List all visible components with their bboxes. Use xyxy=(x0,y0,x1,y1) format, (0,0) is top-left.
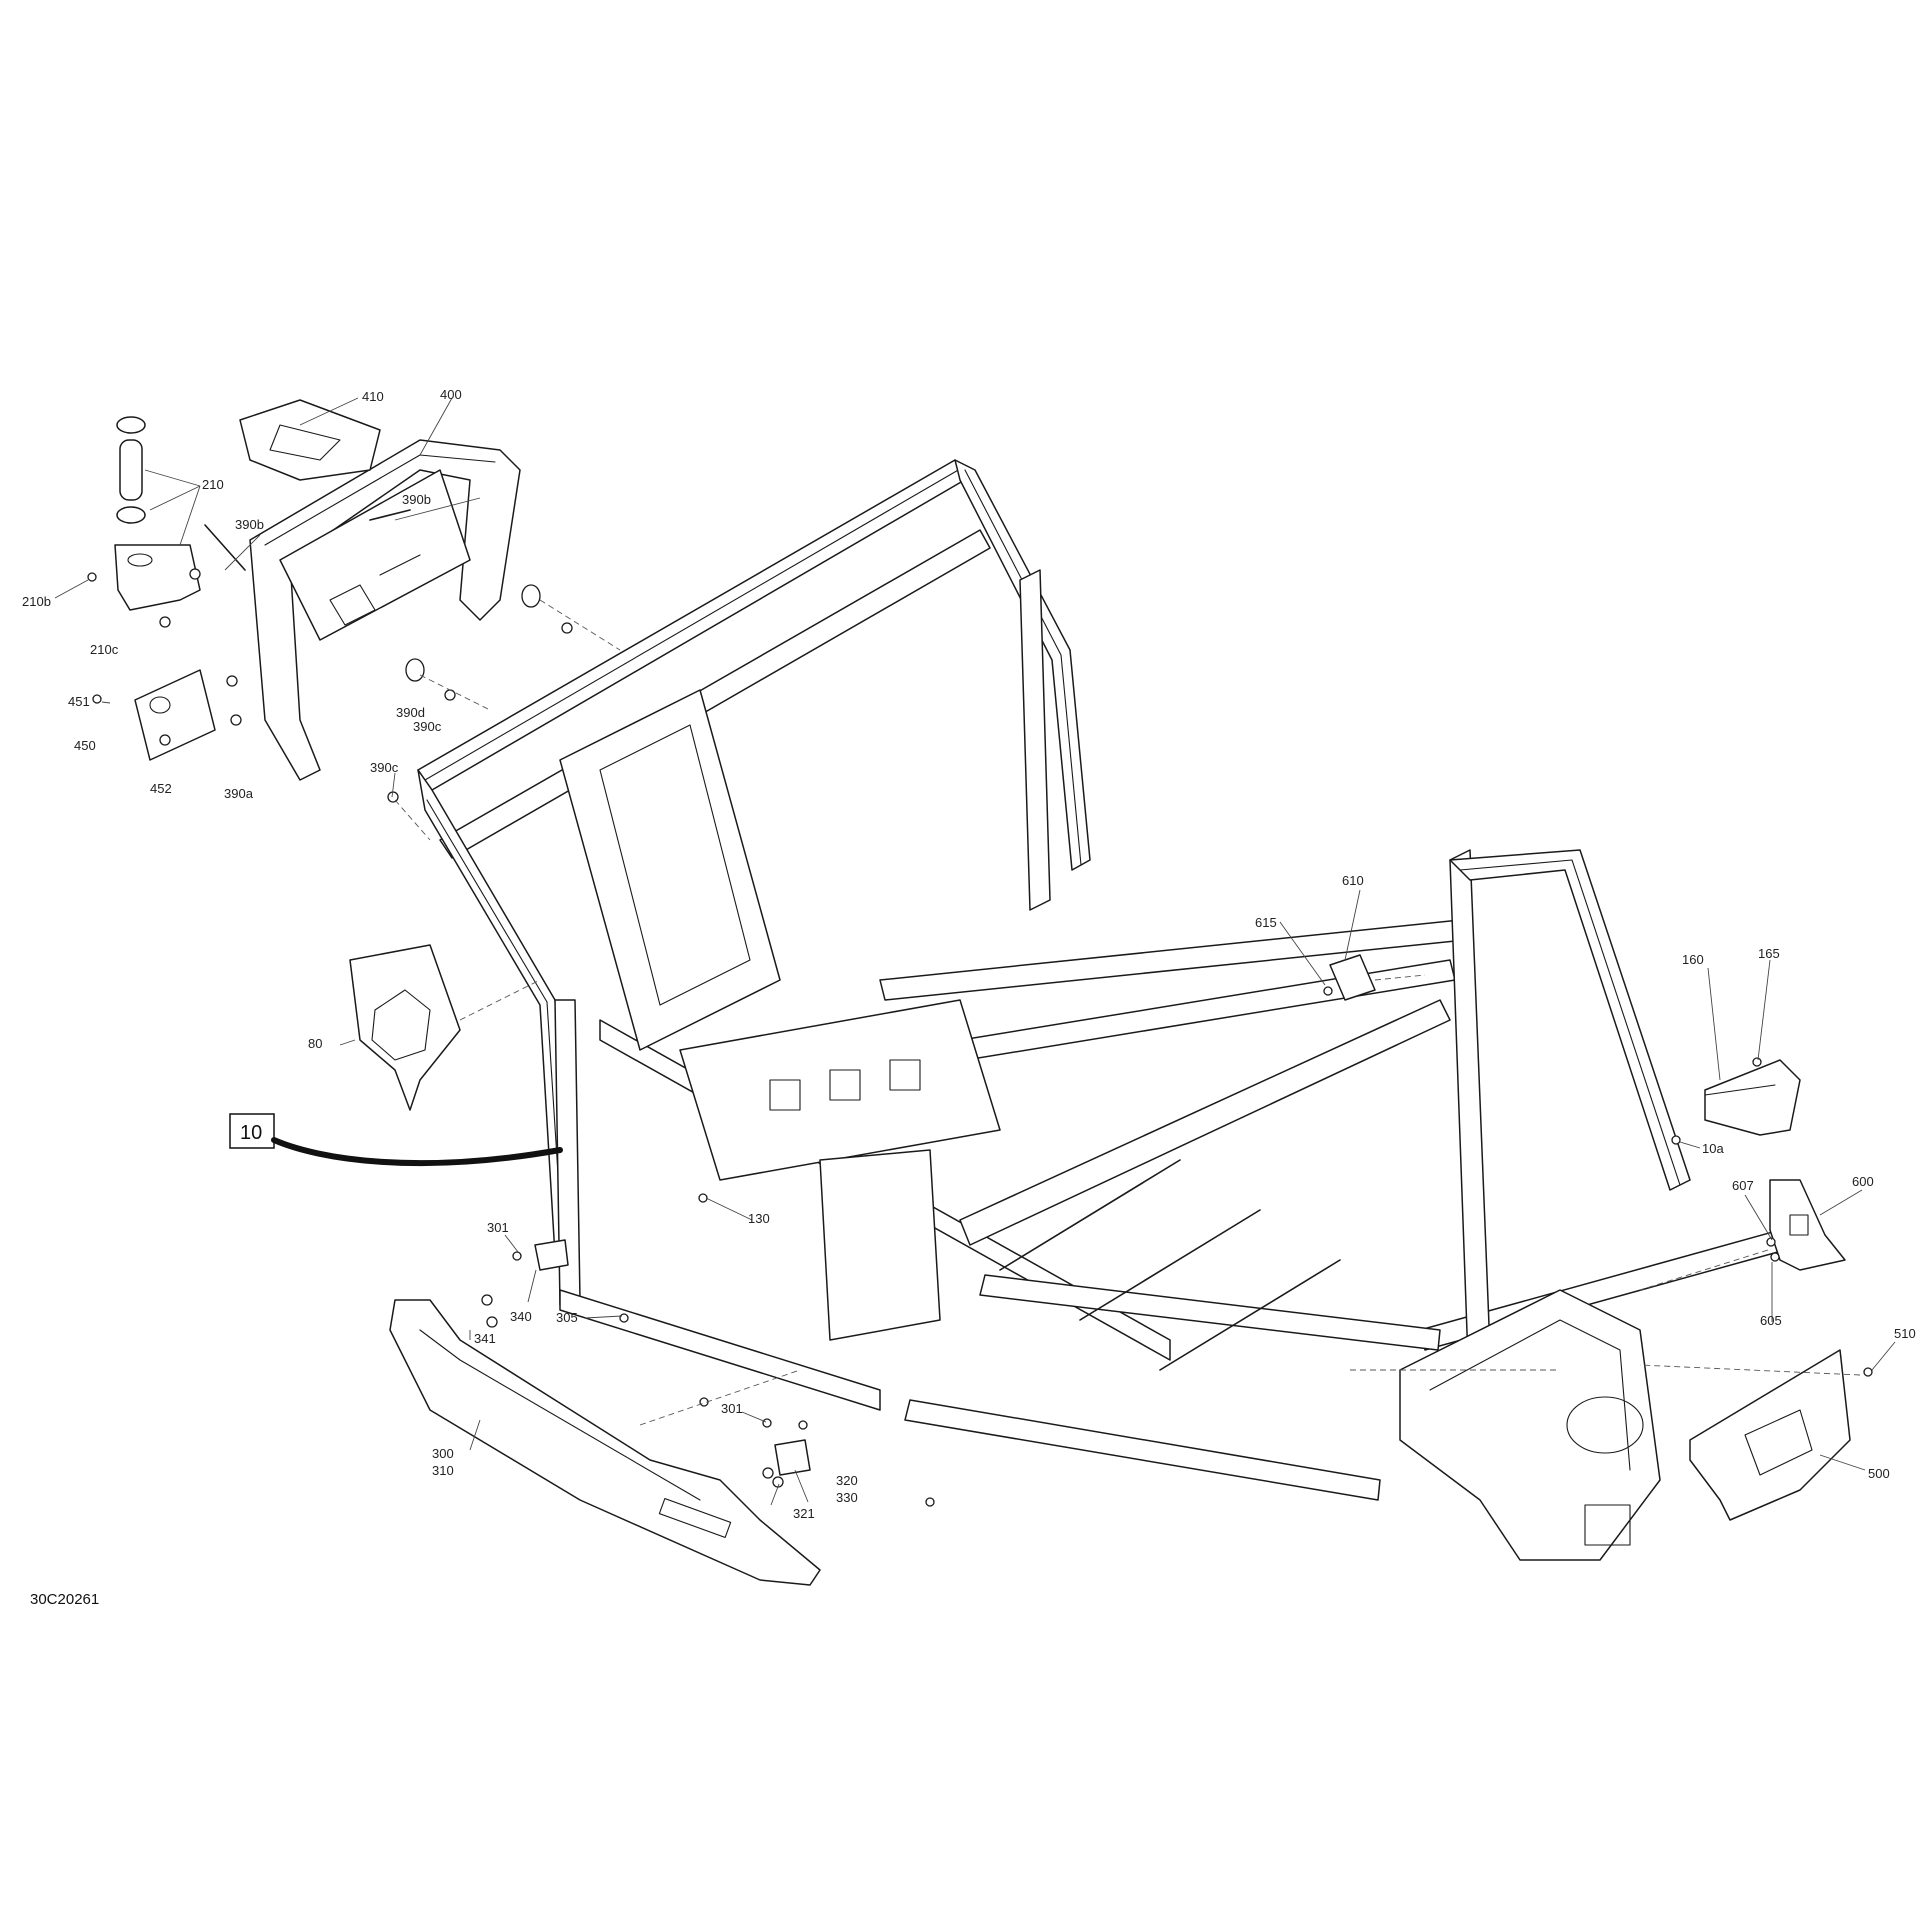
rocker-guard-300 xyxy=(389,1299,821,1586)
reference-box-label: 10 xyxy=(240,1122,262,1144)
bracket-320 xyxy=(639,1369,811,1488)
front-bracket-600 xyxy=(1769,1179,1846,1271)
side-panel-80 xyxy=(349,944,541,1111)
callout-210b: 210b xyxy=(22,594,51,609)
callout-605: 605 xyxy=(1760,1313,1782,1328)
callout-340: 340 xyxy=(510,1309,532,1324)
callout-301-lower: 301 xyxy=(721,1401,743,1416)
callout-390b-upper: 390b xyxy=(402,492,431,507)
callout-130: 130 xyxy=(748,1211,770,1226)
hitch-plate-450 xyxy=(134,669,216,761)
callout-450: 450 xyxy=(74,738,96,753)
callout-330: 330 xyxy=(836,1490,858,1505)
skid-plate-500 xyxy=(1689,1349,1851,1521)
callout-400: 400 xyxy=(440,387,462,402)
leader-lines xyxy=(54,397,1896,1506)
callout-390d: 390d xyxy=(396,705,425,720)
bracket-340 xyxy=(481,1239,569,1328)
callout-390b-lower: 390b xyxy=(235,517,264,532)
callout-410: 410 xyxy=(362,389,384,404)
callout-610: 610 xyxy=(1342,873,1364,888)
latch-610 xyxy=(1323,954,1426,1001)
callout-500: 500 xyxy=(1868,1466,1890,1481)
callout-210: 210 xyxy=(202,477,224,492)
main-frame xyxy=(417,459,1786,1561)
reference-10 xyxy=(229,1113,563,1167)
bracket-210 xyxy=(114,544,201,611)
callout-10a: 10a xyxy=(1702,1141,1724,1156)
rear-bumper-assembly xyxy=(249,439,521,781)
callout-390c-upper: 390c xyxy=(413,719,442,734)
callout-210c: 210c xyxy=(90,642,119,657)
callout-321: 321 xyxy=(793,1506,815,1521)
callout-390a: 390a xyxy=(224,786,254,801)
callout-320: 320 xyxy=(836,1473,858,1488)
callout-451: 451 xyxy=(68,694,90,709)
callout-615: 615 xyxy=(1255,915,1277,930)
callout-510: 510 xyxy=(1894,1326,1916,1341)
callout-300: 300 xyxy=(432,1446,454,1461)
callout-341: 341 xyxy=(474,1331,496,1346)
callout-165: 165 xyxy=(1758,946,1780,961)
callout-390c-lower: 390c xyxy=(370,760,399,775)
callout-160: 160 xyxy=(1682,952,1704,967)
front-shield-160 xyxy=(1704,1059,1801,1136)
callout-600: 600 xyxy=(1852,1174,1874,1189)
callout-301-upper: 301 xyxy=(487,1220,509,1235)
callout-labels: 410 400 210 390b 390b 210b 210c 451 450 … xyxy=(22,387,1916,1608)
fasteners-rear xyxy=(87,509,621,841)
fasteners-front xyxy=(619,1057,1873,1507)
callout-452: 452 xyxy=(150,781,172,796)
mounting-plate-410 xyxy=(239,399,381,481)
callout-305: 305 xyxy=(556,1310,578,1325)
callout-310: 310 xyxy=(432,1463,454,1478)
callout-80: 80 xyxy=(308,1036,322,1051)
drawing-code: 30C20261 xyxy=(30,1591,99,1608)
pin-210 xyxy=(116,416,146,524)
callout-607: 607 xyxy=(1732,1178,1754,1193)
